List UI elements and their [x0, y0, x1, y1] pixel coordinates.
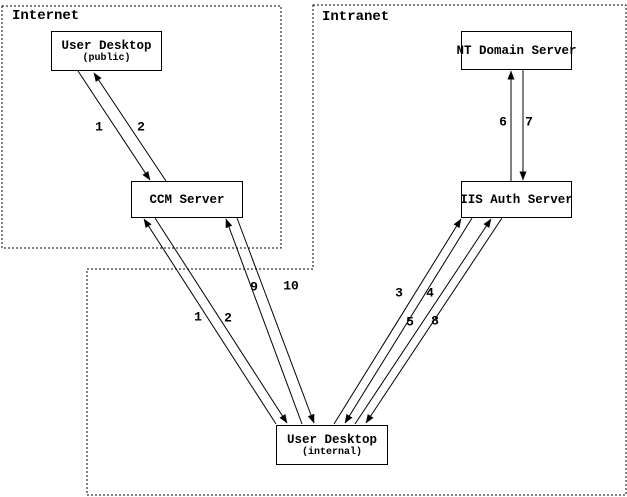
- node-user-desktop-public: User Desktop (public): [51, 31, 162, 71]
- flow-label-1-internal: 1: [194, 309, 202, 325]
- node-nt-domain-server: NT Domain Server: [456, 31, 577, 70]
- flow-label-2-internal: 2: [224, 310, 232, 326]
- internet-zone-outline: [1, 5, 282, 249]
- arrow-1-public-desktop-to-ccm: [77, 70, 151, 181]
- arrow-2-ccm-to-public-desktop: [93, 72, 167, 182]
- arrow-5-internal-desktop-to-iis: [354, 218, 492, 425]
- arrow-2-ccm-to-internal-desktop: [154, 217, 288, 424]
- node-title: NT Domain Server: [456, 43, 577, 58]
- flow-label-6: 6: [499, 114, 507, 130]
- flow-label-8: 8: [431, 313, 439, 329]
- node-ccm-server: CCM Server: [131, 181, 243, 218]
- node-title: User Desktop: [61, 38, 152, 53]
- flow-label-9: 9: [250, 279, 258, 295]
- arrow-3-internal-desktop-to-iis: [333, 218, 462, 425]
- flow-label-4: 4: [426, 285, 434, 301]
- flow-label-2-public: 2: [137, 119, 145, 135]
- node-title: CCM Server: [149, 192, 225, 207]
- arrow-1-internal-desktop-to-ccm: [143, 218, 277, 425]
- flow-label-3: 3: [395, 285, 403, 301]
- flow-label-1-public: 1: [95, 119, 103, 135]
- flow-label-10: 10: [283, 278, 299, 294]
- flow-label-5: 5: [406, 314, 414, 330]
- arrow-4-iis-to-internal-desktop: [344, 217, 473, 424]
- internet-zone-label: Internet: [12, 8, 80, 24]
- node-title: User Desktop: [286, 432, 377, 447]
- intranet-zone-outline: [86, 4, 627, 496]
- node-iis-auth-server: IIS Auth Server: [460, 181, 573, 218]
- flow-label-7: 7: [525, 114, 533, 130]
- node-title: IIS Auth Server: [460, 192, 573, 207]
- arrow-8-iis-to-internal-desktop: [365, 217, 503, 424]
- arrow-10-ccm-to-internal-desktop: [236, 217, 315, 424]
- node-user-desktop-internal: User Desktop (internal): [276, 425, 388, 465]
- node-subtitle: (internal): [301, 446, 362, 458]
- node-subtitle: (public): [82, 52, 131, 64]
- arrow-9-internal-desktop-to-ccm: [225, 218, 303, 425]
- intranet-zone-label: Intranet: [322, 9, 390, 25]
